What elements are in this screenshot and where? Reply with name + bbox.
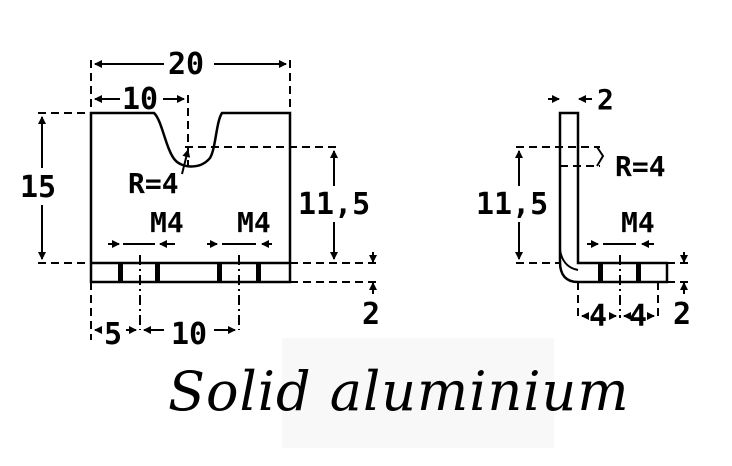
dim-slot-depth-label: 11,5 [298,187,370,222]
radius-label-side: R=4 [615,150,666,183]
dim-side-height-label: 11,5 [476,187,548,222]
hole-left-label: M4 [150,206,184,239]
hole-left-b [155,263,160,282]
hole-right-a [217,263,222,282]
caption-background [282,338,554,448]
side-hole-b [636,263,641,282]
dim-hole-spacing-label: 10 [171,317,207,352]
caption-solid-aluminium: Solid aluminium [168,360,630,423]
hole-right-b [256,263,261,282]
front-outline [89,111,292,284]
hole-left-a [118,263,123,282]
dim-width-label: 20 [168,47,204,82]
dim-base-thickness-label: 2 [362,297,380,332]
dim-hole-offset-label: 5 [104,317,122,352]
dim-wall-thickness-label: 2 [597,83,614,116]
dim-center-label: 10 [122,82,158,117]
side-hole-a [598,263,603,282]
dim-height-label: 15 [20,170,56,205]
side-outline [558,111,669,284]
dim-side-base-thickness-label: 2 [673,297,691,332]
dim-offset-2-label: 4 [629,299,647,334]
radius-label-front: R=4 [128,167,179,200]
hole-right-label: M4 [237,206,271,239]
front-view: 20 10 15 R=4 11,5 M4 M4 2 5 10 [20,47,380,352]
side-hole-label: M4 [621,206,655,239]
dim-offset-1-label: 4 [589,299,607,334]
side-view: 2 R=4 11,5 M4 4 4 2 [476,83,691,334]
